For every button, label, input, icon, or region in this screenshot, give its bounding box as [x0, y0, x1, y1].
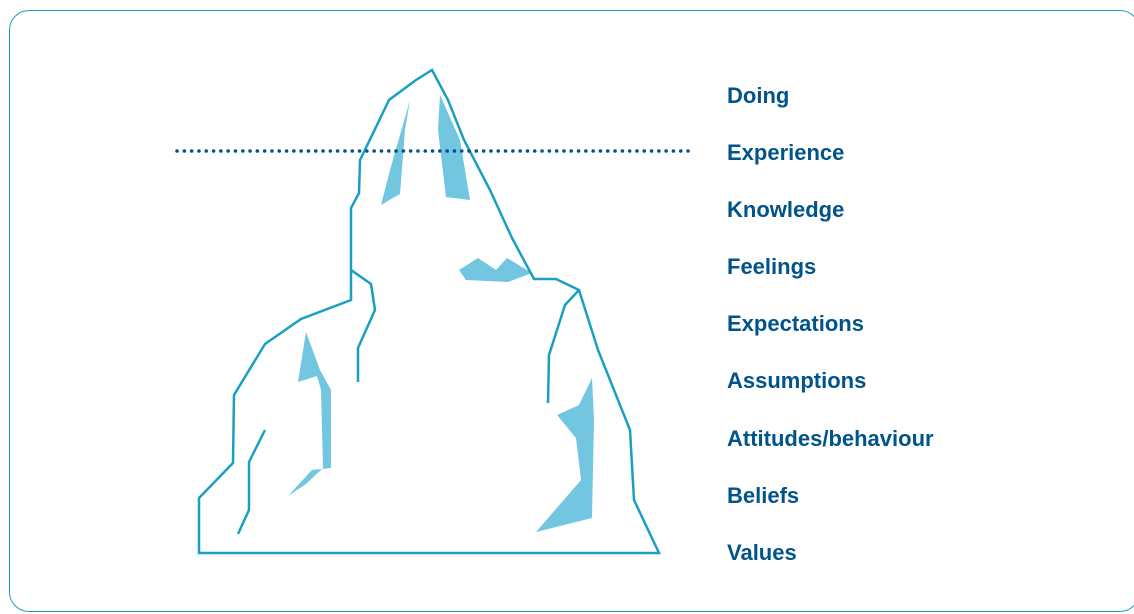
layer-labels: Doing Experience Knowledge Feelings Expe…	[727, 80, 934, 594]
ice-facet-peak-right	[438, 95, 470, 200]
crevice-right	[546, 289, 580, 404]
diagram-frame	[9, 10, 1134, 612]
iceberg-outer-outline	[197, 68, 661, 555]
ice-facet-lower-right	[536, 378, 594, 532]
layer-label-assumptions: Assumptions	[727, 368, 867, 394]
ice-facet-lower-left	[288, 332, 331, 496]
layer-label-attitudes-behaviour: Attitudes/behaviour	[727, 425, 934, 451]
iceberg-outline	[197, 68, 661, 555]
layer-label-values: Values	[727, 539, 797, 565]
layer-label-feelings: Feelings	[727, 254, 817, 280]
layer-label-beliefs: Beliefs	[727, 482, 800, 508]
layer-label-doing: Doing	[727, 83, 790, 108]
layer-label-knowledge: Knowledge	[727, 197, 845, 223]
layer-label-expectations: Expectations	[727, 311, 864, 337]
ice-shading	[288, 95, 594, 532]
ice-facet-middle	[459, 258, 532, 282]
crevice-left	[236, 429, 267, 535]
crevice-center	[350, 268, 377, 382]
layer-label-experience: Experience	[727, 140, 845, 166]
